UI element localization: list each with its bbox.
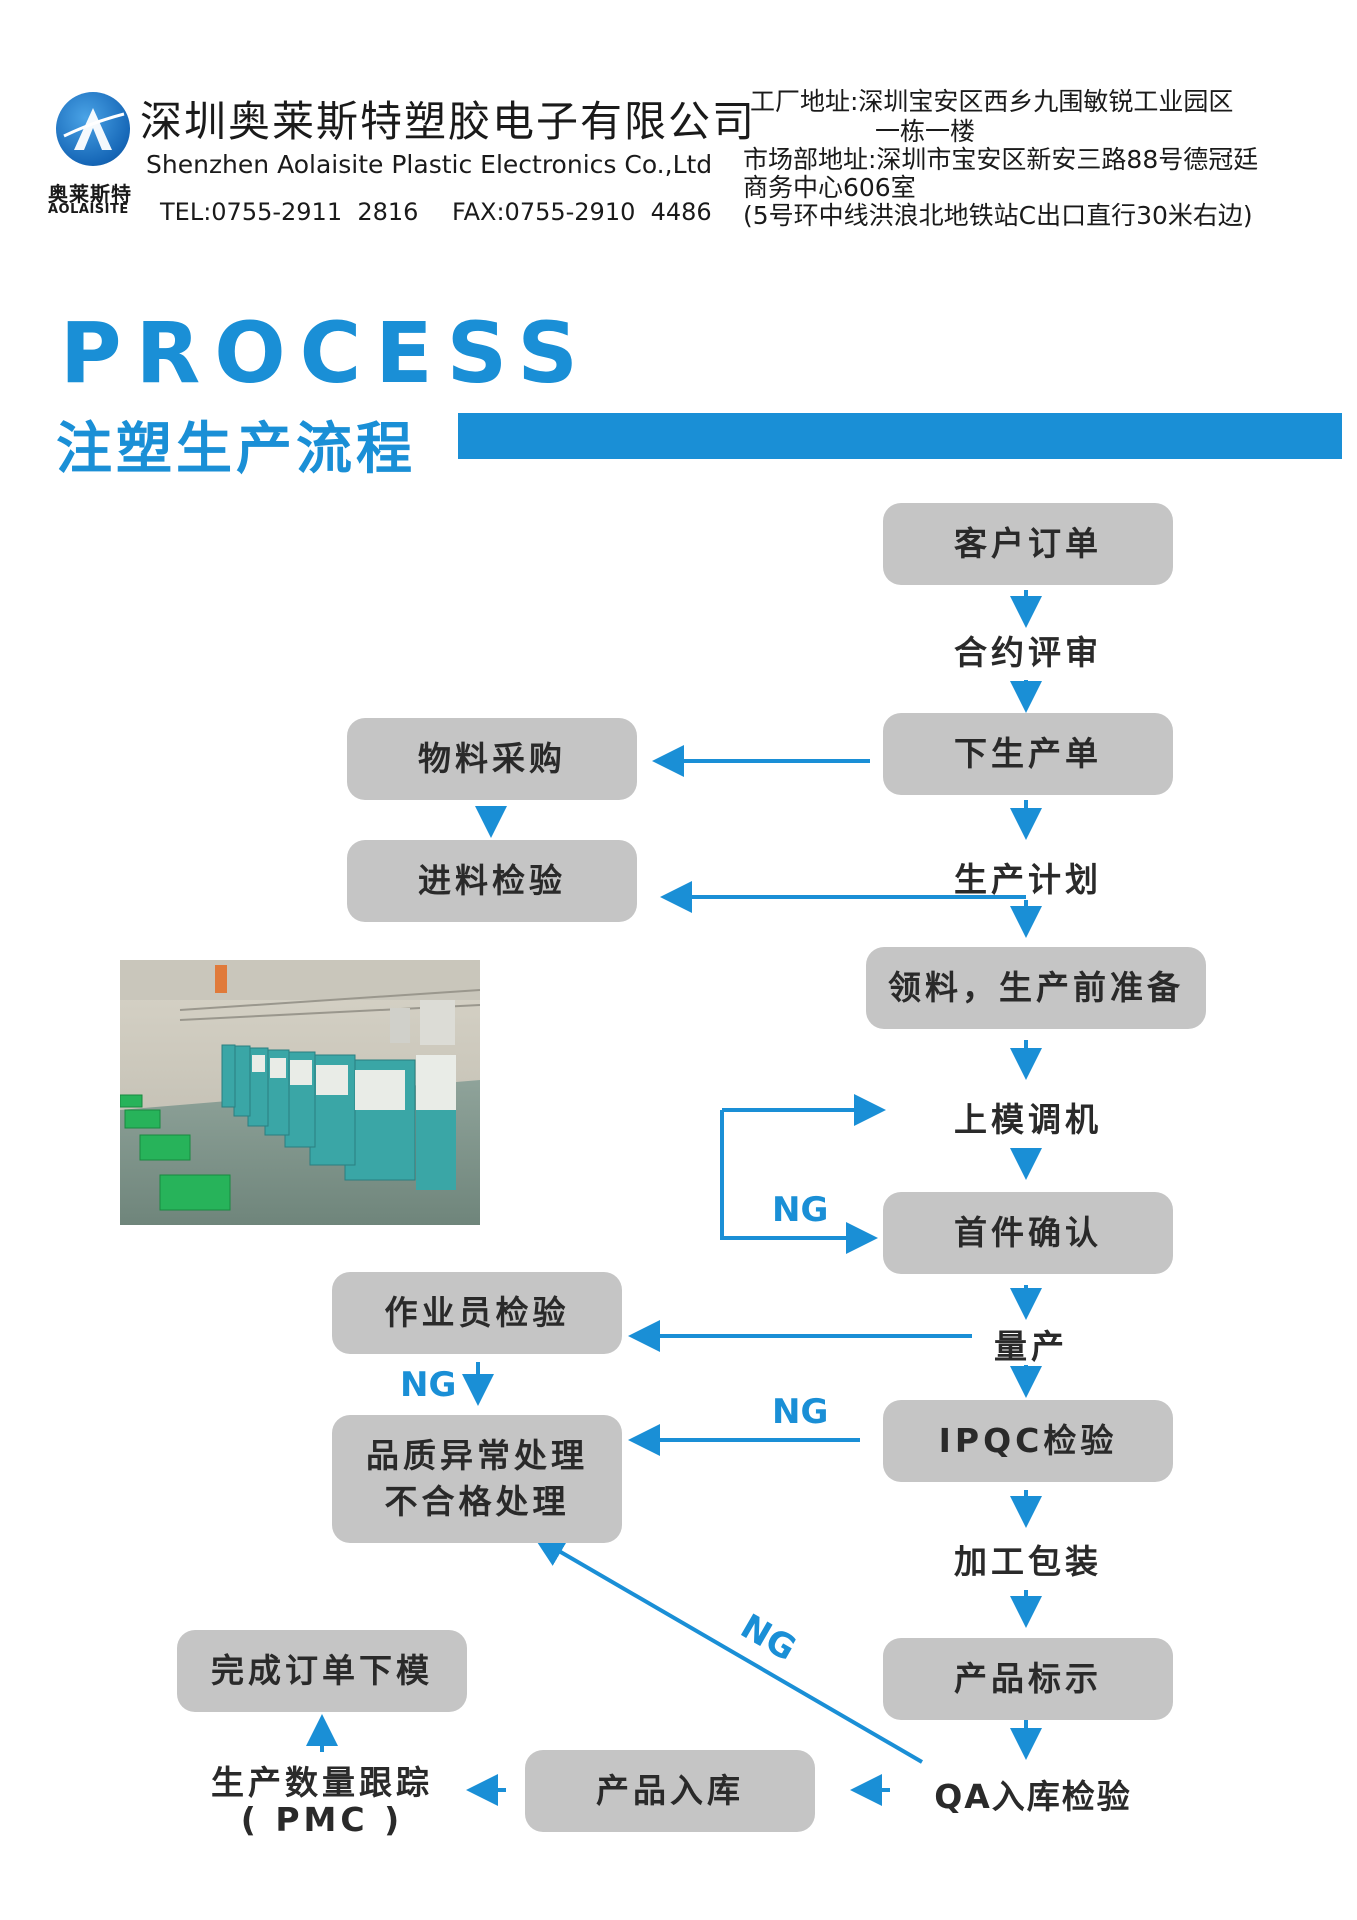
node-contract-review: 合约评审: [954, 633, 1102, 672]
node-first-article: 首件确认: [883, 1192, 1173, 1274]
node-material-purchase: 物料采购: [347, 718, 637, 800]
market-address-line-2: 商务中心606室: [743, 173, 916, 202]
node-mass-production: 量产: [994, 1327, 1068, 1366]
ng-label-ipqc: NG: [772, 1392, 829, 1432]
telephone: TEL:0755-2911 2816: [160, 198, 419, 226]
fax: FAX:0755-2910 4486: [452, 198, 712, 226]
quality-exception-line-1: 品质异常处理: [366, 1436, 588, 1475]
node-pmc: ( PMC ): [240, 1800, 404, 1839]
node-processing-packing: 加工包装: [954, 1542, 1102, 1581]
quality-exception-line-2: 不合格处理: [384, 1482, 570, 1521]
node-product-label: 产品标示: [883, 1638, 1173, 1720]
node-customer-order: 客户订单: [883, 503, 1173, 585]
logo-english-name: AOLAISITE: [48, 202, 129, 217]
company-name-chinese: 深圳奥莱斯特塑胶电子有限公司: [140, 97, 757, 146]
node-incoming-inspection: 进料检验: [347, 840, 637, 922]
logo-chinese-name: 奥莱斯特: [48, 182, 132, 206]
market-address: 市场部地址:深圳市宝安区新安三路88号德冠廷: [743, 145, 1259, 174]
company-name-english: Shenzhen Aolaisite Plastic Electronics C…: [146, 150, 713, 179]
ng-label-operator: NG: [400, 1365, 457, 1405]
node-material-prep: 领料，生产前准备: [866, 947, 1206, 1029]
node-production-order: 下生产单: [883, 713, 1173, 795]
market-address-line-3: (5号环中线洪浪北地铁站C出口直行30米右边): [743, 201, 1253, 230]
node-operator-inspection: 作业员检验: [332, 1272, 622, 1354]
process-subtitle: 注塑生产流程: [56, 417, 416, 482]
arrow-qa-to-quality: [533, 1535, 924, 1764]
factory-address-line-2: 一栋一楼: [875, 117, 976, 146]
node-order-complete: 完成订单下模: [177, 1630, 467, 1712]
node-ipqc-inspection: IPQC检验: [883, 1400, 1173, 1482]
factory-photo: [119, 960, 481, 1225]
node-warehouse-in: 产品入库: [525, 1750, 815, 1832]
node-quantity-tracking: 生产数量跟踪: [211, 1763, 433, 1802]
node-production-plan: 生产计划: [954, 860, 1102, 899]
ng-label-first-article: NG: [772, 1190, 829, 1230]
node-qa-inspection: QA入库检验: [934, 1777, 1132, 1816]
node-quality-exception: 品质异常处理 不合格处理: [332, 1415, 622, 1543]
node-mold-setup: 上模调机: [954, 1100, 1102, 1139]
factory-address: 工厂地址:深圳宝安区西乡九围敏锐工业园区: [750, 87, 1234, 116]
company-logo-icon: [56, 92, 130, 166]
process-title: PROCESS: [60, 304, 592, 402]
title-accent-bar: [458, 413, 1342, 459]
